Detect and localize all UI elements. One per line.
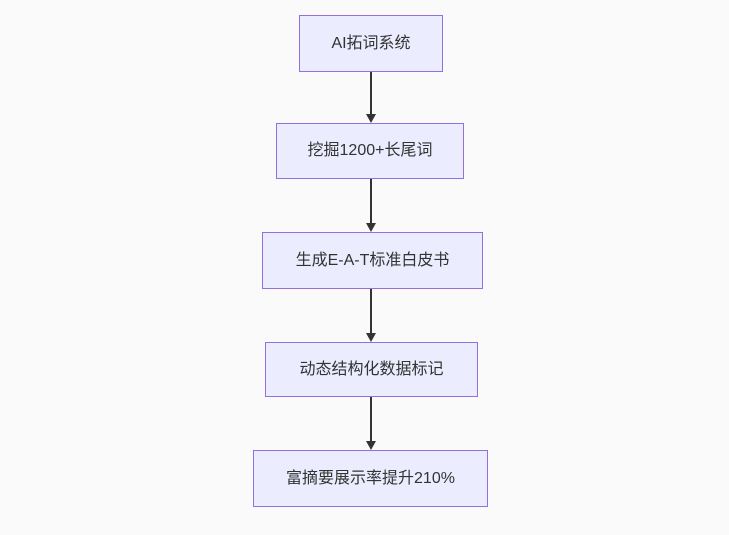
flow-arrow-1	[364, 72, 378, 123]
flow-node-longtail-keywords: 挖掘1200+长尾词	[276, 123, 464, 179]
flow-node-label: 生成E-A-T标准白皮书	[295, 251, 450, 269]
flow-node-ai-word-expansion-system: AI拓词系统	[299, 15, 443, 72]
flow-arrow-2	[364, 179, 378, 232]
flow-node-label: AI拓词系统	[331, 34, 411, 52]
flow-arrow-4	[364, 397, 378, 450]
arrow-down-icon	[366, 223, 376, 232]
arrow-line	[370, 289, 372, 335]
flow-node-label: 挖掘1200+长尾词	[307, 142, 433, 159]
flow-node-structured-data-markup: 动态结构化数据标记	[265, 342, 478, 397]
flow-arrow-3	[364, 289, 378, 342]
arrow-down-icon	[366, 333, 376, 342]
arrow-down-icon	[366, 114, 376, 123]
flow-node-label: 富摘要展示率提升210%	[286, 469, 455, 487]
arrow-down-icon	[366, 441, 376, 450]
flow-node-eat-whitepaper: 生成E-A-T标准白皮书	[262, 232, 483, 289]
arrow-line	[370, 72, 372, 116]
flow-node-label: 动态结构化数据标记	[299, 360, 444, 378]
flow-node-rich-snippet-rate: 富摘要展示率提升210%	[253, 450, 488, 507]
arrow-line	[370, 179, 372, 225]
arrow-line	[370, 397, 372, 443]
